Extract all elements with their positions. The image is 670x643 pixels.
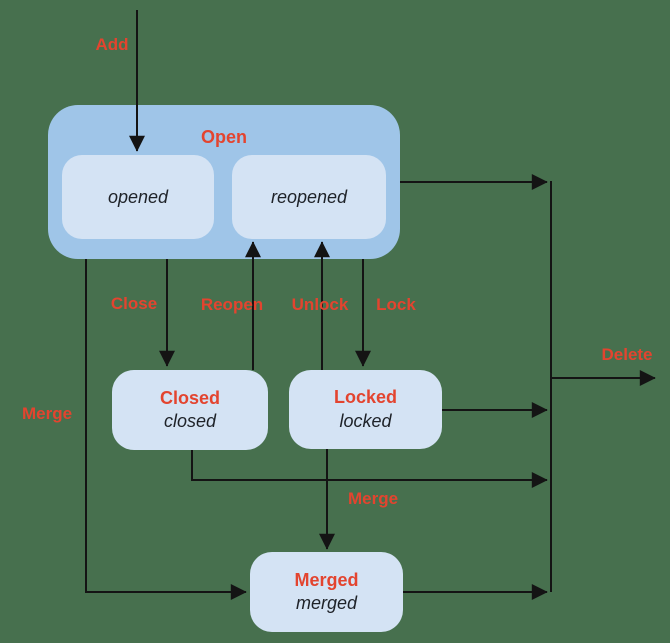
open-group-title: Open: [200, 127, 247, 147]
state-opened: opened: [62, 155, 214, 239]
opened-state-name: opened: [107, 186, 169, 207]
merged-state-name: merged: [295, 593, 358, 613]
reopened-state-name: reopened: [270, 186, 348, 207]
state-merged: Merged merged: [250, 552, 403, 632]
closed-state-name: closed: [163, 411, 217, 431]
merged-title: Merged: [294, 569, 359, 590]
state-reopened: reopened: [232, 155, 386, 239]
transition-label-close: Close: [110, 294, 158, 313]
transition-label-reopen: Reopen: [200, 295, 264, 314]
transition-label-merge-from-open: Merge: [21, 404, 73, 423]
transition-label-delete: Delete: [601, 345, 653, 364]
state-locked: Locked locked: [289, 370, 442, 449]
transition-label-add: Add: [95, 35, 129, 54]
transition-label-lock: Lock: [376, 295, 416, 314]
transition-label-unlock: Unlock: [291, 295, 349, 314]
locked-state-name: locked: [339, 410, 392, 431]
locked-title: Locked: [333, 387, 398, 408]
state-closed: Closed closed: [112, 370, 268, 450]
closed-to-delete-arrow: [191, 450, 548, 488]
closed-title: Closed: [159, 387, 220, 408]
transition-label-merge-from-locked: Merge: [347, 489, 399, 508]
state-group-open: Open opened reopened: [48, 105, 400, 259]
